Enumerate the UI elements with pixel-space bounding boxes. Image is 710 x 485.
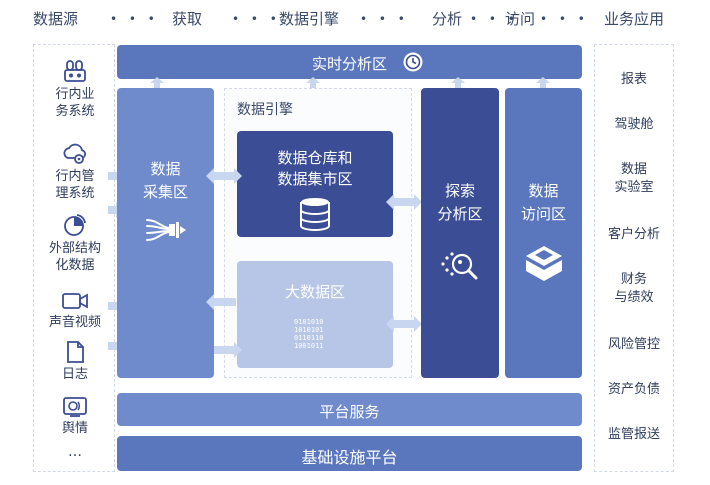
source-item: 舆情 (34, 396, 116, 437)
infrastructure-label: 基础设施平台 (301, 448, 398, 467)
header-dots: • • • (540, 12, 589, 26)
platform-service-label: 平台服务 (319, 403, 380, 421)
source-panel (33, 44, 115, 472)
business-item: 客户分析 (607, 227, 660, 242)
data-access-zone: 数据 访问区 (505, 88, 582, 378)
source-label: 行内业 务系统 (55, 87, 95, 119)
source-label: 日志 (61, 367, 88, 382)
svg-text:0110110: 0110110 (294, 334, 324, 342)
platform-service-bar: 平台服务 (117, 393, 582, 426)
header-dots: • • • (360, 12, 409, 26)
header-data-source: 数据源 (33, 10, 79, 28)
signal-monitor-icon (63, 397, 87, 417)
big-data-zone: 大数据区 0101010 1010101 0110110 1001011 (237, 261, 393, 368)
magnifier-dots-icon (441, 252, 478, 280)
header-data-engine: 数据引擎 (279, 10, 340, 28)
collection-label-line2: 采集区 (142, 183, 188, 201)
realtime-analysis-label: 实时分析区 (311, 55, 387, 73)
business-item: 数据 实验室 (614, 162, 654, 195)
header-acquire: 获取 (172, 10, 203, 28)
access-label-line2: 访问区 (520, 205, 566, 223)
engine-explore-arrow (386, 316, 422, 332)
database-cylinder-icon (300, 198, 330, 231)
document-icon (67, 341, 84, 363)
header-dots: • • • (232, 12, 281, 26)
video-camera-icon (62, 293, 88, 309)
funnel-stream-icon (146, 219, 186, 241)
source-label: 声音视频 (48, 315, 101, 330)
header-access: 访问 (505, 10, 536, 28)
pie-chart-icon (64, 214, 86, 236)
business-item: 报表 (620, 72, 647, 87)
svg-text:1010101: 1010101 (294, 326, 324, 334)
business-item: 资产负债 (607, 382, 660, 397)
clock-icon (403, 52, 423, 72)
explore-label-line2: 分析区 (437, 205, 483, 223)
svg-text:0101010: 0101010 (294, 318, 324, 326)
source-more: … (68, 444, 82, 460)
source-item: 声音视频 (34, 290, 116, 331)
realtime-analysis-bar: 实时分析区 (117, 45, 582, 79)
business-item: 监管报送 (607, 427, 660, 442)
engine-explore-arrow (386, 194, 422, 210)
source-item: 行内管 理系统 (34, 140, 116, 202)
collection-label-line1: 数据 (150, 160, 181, 178)
header-analyze: 分析 (432, 10, 463, 28)
business-item: 驾驶舱 (614, 117, 654, 132)
source-item: 外部结构 化数据 (34, 212, 116, 274)
source-item: 行内业 务系统 (34, 58, 116, 120)
big-data-label: 大数据区 (284, 283, 345, 301)
business-apps-panel (594, 44, 674, 472)
cube-stack-icon (526, 246, 562, 281)
source-label: 行内管 理系统 (55, 169, 95, 201)
header-dots: • • • (470, 12, 519, 26)
data-engine-title: 数据引擎 (237, 102, 293, 118)
warehouse-label-line2: 数据集市区 (277, 170, 353, 188)
business-item: 风险管控 (607, 337, 660, 352)
data-collection-zone: 数据 采集区 (117, 88, 214, 378)
source-label: 外部结构 化数据 (48, 241, 101, 273)
warehouse-label-line1: 数据仓库和 (277, 149, 353, 167)
header-business-apps: 业务应用 (604, 10, 665, 28)
explore-label-line1: 探索 (444, 182, 475, 200)
svg-text:1001011: 1001011 (294, 342, 324, 350)
business-item: 财务 与绩效 (614, 272, 654, 305)
source-item: 日志 (34, 340, 116, 383)
binary-data-icon: 0101010 1010101 0110110 1001011 (294, 318, 324, 350)
access-label-line1: 数据 (528, 182, 559, 200)
explore-analysis-zone: 探索 分析区 (421, 88, 499, 378)
collection-engine-arrows (206, 168, 242, 358)
warehouse-zone: 数据仓库和 数据集市区 (237, 131, 393, 237)
header-dots: • • • (110, 12, 159, 26)
infrastructure-bar: 基础设施平台 (117, 436, 582, 471)
database-group-icon (64, 60, 86, 82)
cloud-gear-icon (63, 143, 86, 164)
source-label: 舆情 (61, 421, 88, 436)
